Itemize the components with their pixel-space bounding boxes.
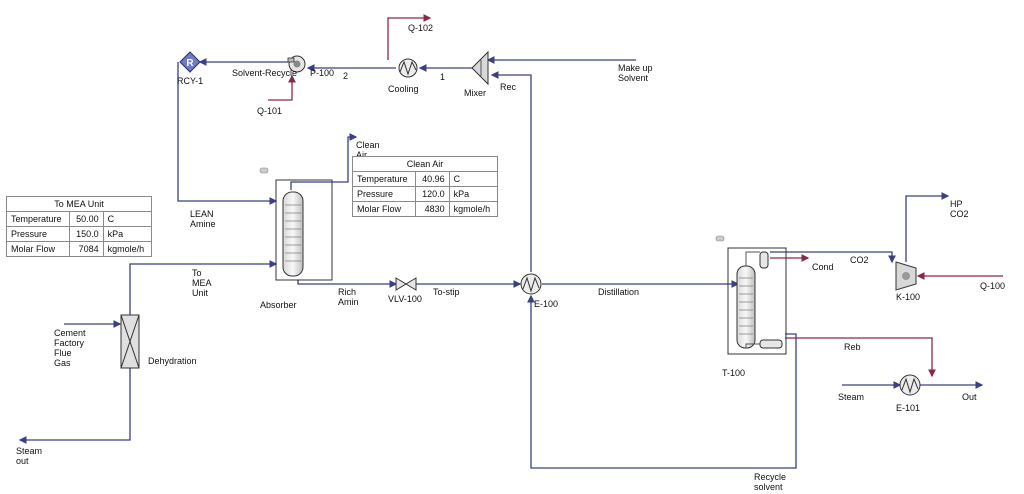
stream-rich-amin — [297, 280, 398, 288]
q101-label: Q-101 — [257, 106, 283, 116]
stream-steam-out — [18, 368, 131, 444]
solvent-recycle-label: Solvent-Recycle — [232, 68, 298, 78]
rich-amin-label: Rich Amin — [338, 287, 359, 307]
reb-label: Reb — [844, 342, 861, 352]
property-value: 4830 — [415, 201, 450, 217]
cooling-label: Cooling — [388, 84, 419, 94]
steam-label: Steam — [838, 392, 865, 402]
distillation-label: Distillation — [598, 287, 640, 297]
energy-reb — [785, 337, 936, 378]
stream-recycle-solvent — [527, 294, 797, 469]
mixer-icon[interactable] — [471, 50, 489, 86]
k100-label: K-100 — [896, 292, 921, 302]
mixer-label: Mixer — [464, 88, 486, 98]
steam-out-label: Steam out — [16, 446, 43, 466]
table-title: To MEA Unit — [6, 196, 152, 212]
stream-co2 — [770, 251, 896, 264]
heat-exchanger-e100-icon[interactable] — [520, 273, 542, 295]
table-row: Pressure 150.0 kPa — [5, 226, 153, 242]
heater-e101-icon[interactable] — [899, 374, 921, 396]
to-stip-label: To-stip — [433, 287, 460, 297]
cement-flue-gas-label: Cement Factory Flue Gas — [54, 328, 86, 368]
stream-2-label: 2 — [343, 71, 349, 81]
table-row: Temperature 40.96 C — [351, 171, 499, 187]
q100-label: Q-100 — [980, 281, 1006, 291]
table-title: Clean Air — [352, 156, 498, 172]
stream-hp-co2 — [905, 192, 950, 262]
lean-amine-label: LEAN Amine — [190, 209, 216, 229]
e100-label: E-100 — [534, 299, 559, 309]
absorber-label: Absorber — [260, 300, 297, 310]
svg-text:R: R — [186, 58, 194, 69]
to-mea-unit-table: To MEA Unit Temperature 50.00 C Pressure… — [5, 196, 153, 257]
energy-q102 — [387, 14, 432, 60]
property-name: Molar Flow — [351, 201, 417, 217]
table-row: Molar Flow 7084 kgmole/h — [5, 241, 153, 257]
recycle-rcy1-icon[interactable]: R — [179, 51, 201, 73]
cooler-cooling-icon[interactable] — [398, 58, 418, 78]
t100-label: T-100 — [722, 368, 746, 378]
property-name: Pressure — [5, 226, 71, 242]
e101-label: E-101 — [896, 403, 921, 413]
property-value: 120.0 — [415, 186, 450, 202]
distillation-column-t100-icon[interactable] — [727, 247, 787, 355]
property-unit: C — [102, 211, 153, 227]
stream-rec — [490, 71, 532, 272]
property-name: Temperature — [5, 211, 71, 227]
property-name: Temperature — [351, 171, 417, 187]
stream-to-mea — [129, 260, 278, 315]
dehydration-unit-icon[interactable] — [120, 314, 140, 369]
clean-air-label: Clean Air — [356, 140, 380, 160]
rcy1-label: RCY-1 — [177, 76, 204, 86]
energy-q101 — [268, 74, 296, 101]
stream-clean-air — [290, 133, 358, 190]
property-value: 150.0 — [69, 226, 104, 242]
property-name: Molar Flow — [5, 241, 71, 257]
property-unit: kPa — [102, 226, 153, 242]
q102-label: Q-102 — [408, 23, 434, 33]
property-value: 7084 — [69, 241, 104, 257]
property-unit: kPa — [448, 186, 499, 202]
rec-label: Rec — [500, 82, 517, 92]
co2-label: CO2 — [850, 255, 869, 265]
absorber-status-icon — [259, 167, 269, 174]
property-unit: kgmole/h — [102, 241, 153, 257]
table-row: Temperature 50.00 C — [5, 211, 153, 227]
property-unit: kgmole/h — [448, 201, 499, 217]
compressor-k100-icon[interactable] — [895, 261, 917, 291]
t100-status-icon — [715, 235, 725, 242]
dehydration-label: Dehydration — [148, 356, 197, 366]
absorber-column-icon[interactable] — [275, 179, 333, 281]
cond-label: Cond — [812, 262, 834, 272]
stream-lean-amine — [177, 62, 278, 205]
property-name: Pressure — [351, 186, 417, 202]
hp-co2-label: HP CO2 — [950, 199, 969, 219]
stream-1-label: 1 — [440, 72, 446, 82]
valve-vlv100-icon[interactable] — [395, 277, 417, 291]
clean-air-table: Clean Air Temperature 40.96 C Pressure 1… — [351, 156, 499, 217]
to-mea-unit-label: To MEA Unit — [192, 268, 212, 298]
recycle-solvent-label: Recycle solvent — [754, 472, 787, 492]
property-value: 50.00 — [69, 211, 104, 227]
vlv100-label: VLV-100 — [388, 294, 422, 304]
table-row: Molar Flow 4830 kgmole/h — [351, 201, 499, 217]
makeup-solvent-label: Make up Solvent — [618, 63, 653, 83]
pump-p100-icon[interactable] — [287, 55, 306, 73]
property-value: 40.96 — [415, 171, 450, 187]
out-label: Out — [962, 392, 977, 402]
table-row: Pressure 120.0 kPa — [351, 186, 499, 202]
p100-label: P-100 — [310, 68, 335, 78]
property-unit: C — [448, 171, 499, 187]
